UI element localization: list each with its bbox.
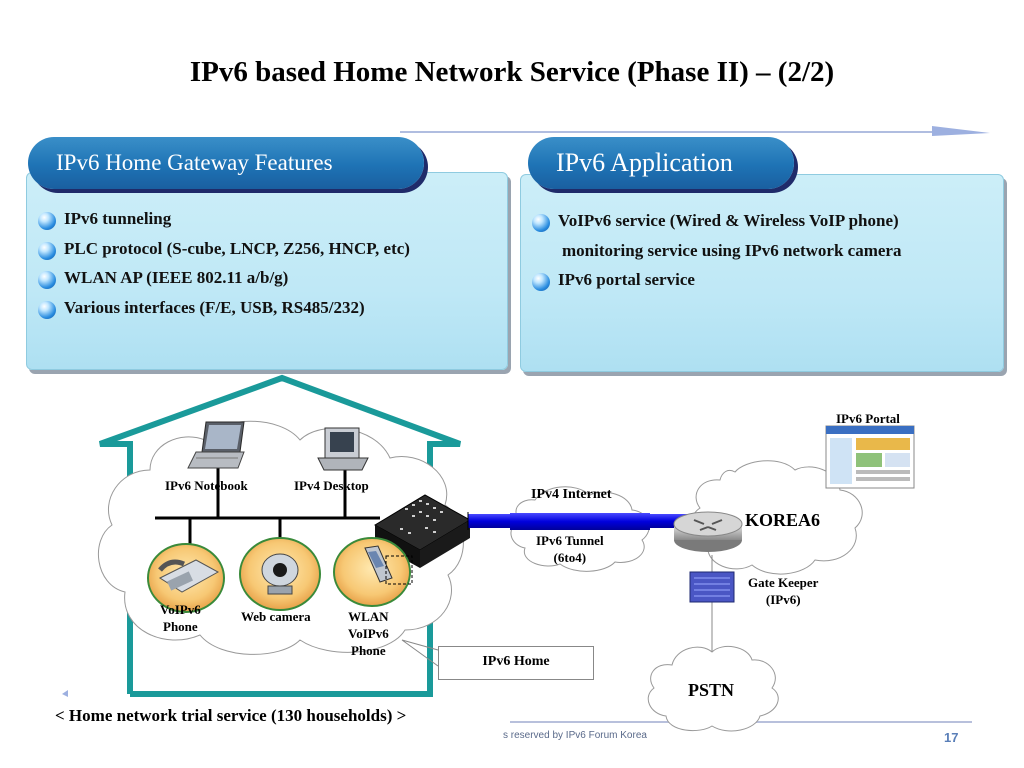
- desktop-icon: [317, 427, 369, 471]
- bullet-icon: [38, 271, 56, 289]
- ipv4-desktop-label: IPv4 Desktop: [294, 478, 369, 493]
- ipv6-application-list: VoIPv6 service (Wired & Wireless VoIP ph…: [530, 208, 1000, 297]
- web-camera-label: Web camera: [241, 609, 311, 624]
- corner-mark: [62, 690, 68, 697]
- internet-cloud: [510, 486, 650, 572]
- ipv6-application-header: IPv6 Application: [528, 137, 794, 189]
- list-item: Various interfaces (F/E, USB, RS485/232): [36, 295, 506, 325]
- list-item: IPv6 portal service: [530, 267, 1000, 297]
- bullet-icon: [38, 300, 56, 319]
- router-icon: [673, 511, 743, 552]
- ipv6-notebook-label: IPv6 Notebook: [165, 478, 248, 493]
- list-item: IPv6 tunneling: [36, 206, 506, 236]
- list-item: WLAN AP (IEEE 802.11 a/b/g): [36, 265, 506, 295]
- pstn-label: PSTN: [688, 680, 735, 700]
- slide-title: IPv6 based Home Network Service (Phase I…: [189, 56, 835, 88]
- home-gateway-features-panel: [26, 172, 508, 370]
- voip-phone-icon: [147, 543, 225, 613]
- wlan-phone-icon: [333, 537, 413, 607]
- list-item: PLC protocol (S-cube, LNCP, Z256, HNCP, …: [36, 236, 506, 266]
- ipv6-application-panel: [520, 174, 1004, 372]
- wlan-phone-label: WLAN VoIPv6 Phone: [348, 609, 389, 658]
- list-item: monitoring service using IPv6 network ca…: [562, 240, 902, 260]
- gate-keeper-icon: [689, 555, 735, 652]
- diagram-caption: < Home network trial service (130 househ…: [55, 706, 407, 725]
- gate-keeper-label: Gate Keeper (IPv6): [748, 575, 819, 607]
- bullet-icon: [38, 212, 56, 230]
- lan-bus: [155, 467, 380, 545]
- pstn-cloud: [647, 645, 779, 732]
- bullet-icon: [532, 214, 550, 232]
- home-gateway-features-header: IPv6 Home Gateway Features: [28, 137, 424, 189]
- ipv6-home-callout-pointer: [401, 639, 439, 667]
- ipv6-tunnel-label: IPv6 Tunnel (6to4): [536, 533, 604, 565]
- page-number: 17: [944, 730, 959, 745]
- footer-copyright: s reserved by IPv6 Forum Korea: [503, 730, 647, 741]
- house-outline: [98, 374, 462, 697]
- bullet-icon: [532, 273, 550, 291]
- portal-screenshot-icon: [825, 425, 915, 489]
- ipv4-internet-label: IPv4 Internet: [531, 487, 612, 502]
- voipv6-phone-label: VoIPv6 Phone: [160, 602, 201, 634]
- korea6-label: KOREA6: [745, 510, 821, 530]
- ipv6-portal-label: IPv6 Portal: [836, 411, 900, 426]
- web-camera-icon: [239, 537, 321, 611]
- ipv6-home-label: IPv6 Home: [438, 646, 594, 680]
- home-gateway-features-list: IPv6 tunneling PLC protocol (S-cube, LNC…: [36, 206, 506, 324]
- list-item: VoIPv6 service (Wired & Wireless VoIP ph…: [530, 208, 1000, 238]
- bullet-icon: [38, 241, 56, 260]
- notebook-icon: [187, 421, 245, 469]
